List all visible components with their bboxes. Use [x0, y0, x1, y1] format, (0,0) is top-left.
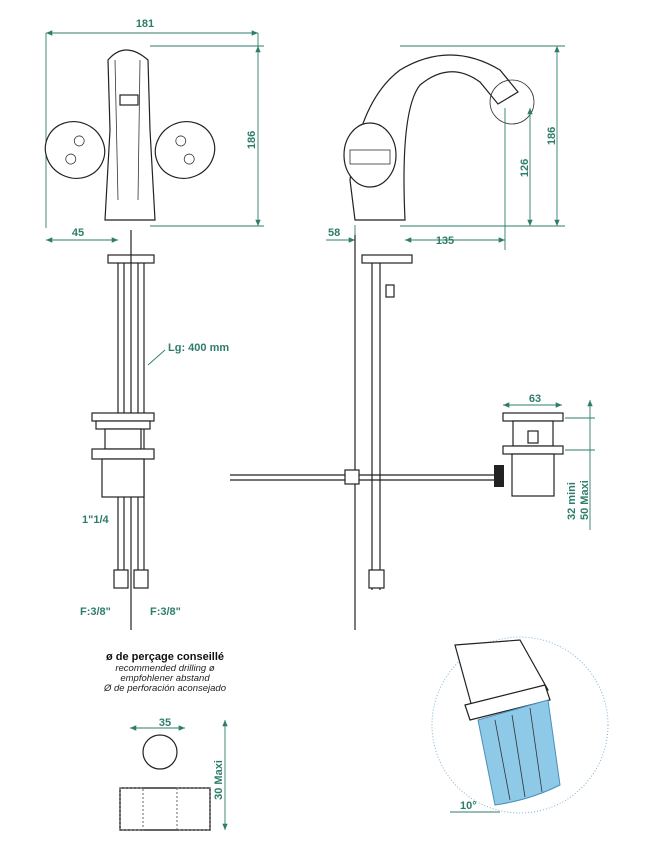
base-dimension: 58	[328, 227, 340, 239]
drilling-detail: ø de perçage conseillé recommended drill…	[103, 651, 228, 831]
waste-thread-label: 1"1/4	[82, 514, 110, 526]
drilling-diameter-dimension: 35	[159, 717, 171, 729]
hose-length-label: Lg: 400 mm	[168, 342, 229, 354]
reach-dimension: 135	[436, 235, 454, 247]
width-dimension: 181	[136, 18, 154, 30]
side-view: 58 135 126 186	[230, 45, 565, 630]
waste-min-dimension: 32 mini	[566, 482, 578, 520]
total-height-dimension: 186	[546, 127, 558, 145]
waste-detail: 63 32 mini 50 Maxi	[502, 393, 595, 530]
height-dimension: 186	[246, 131, 258, 149]
drilling-text-en: recommended drilling ø	[115, 663, 214, 674]
aerator-detail: 10°	[431, 636, 609, 814]
front-view: 181 186 45 Lg: 400 mm 1"1/4 F:3/8" F:3/8	[44, 18, 264, 630]
hose-left-label: F:3/8"	[80, 606, 111, 618]
waste-max-dimension: 50 Maxi	[579, 480, 591, 520]
angle-label: 10°	[460, 800, 477, 812]
drilling-text-de: empfohlener abstand	[120, 673, 210, 684]
offset-dimension: 45	[72, 227, 84, 239]
deck-thickness-dimension: 30 Maxi	[213, 760, 225, 800]
drilling-text-es: Ø de perforación aconsejado	[103, 683, 226, 694]
waste-diameter-dimension: 63	[529, 393, 541, 405]
drilling-title: ø de perçage conseillé	[106, 651, 224, 663]
spout-height-dimension: 126	[519, 159, 531, 177]
hose-right-label: F:3/8"	[150, 606, 181, 618]
